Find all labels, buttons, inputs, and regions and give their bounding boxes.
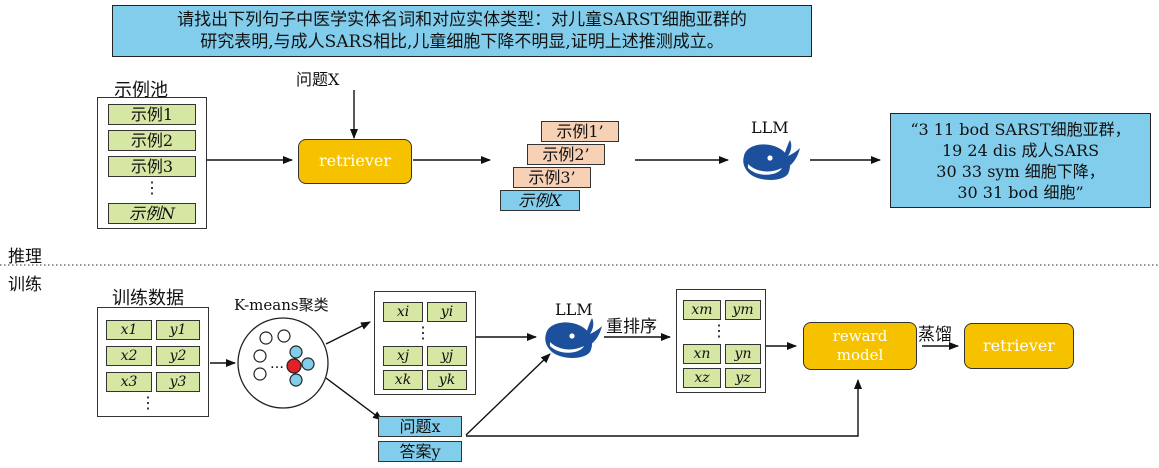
- reranked-y-3: yz: [725, 368, 761, 388]
- query-line-2: 研究表明,与成人SARS相比,儿童细胞下降不明显,证明上述推测成立。: [200, 32, 724, 52]
- reranked-x-2: xn: [683, 344, 721, 364]
- query-box: 请找出下列句子中医学实体名词和对应实体类型：对儿童SARST细胞亚群的 研究表明…: [112, 5, 812, 57]
- selected-item-1: 示例1’: [541, 121, 619, 142]
- result-line-4: 30 31 bod 细胞”: [957, 183, 1084, 202]
- result-line-1: “3 11 bod SARST细胞亚群，: [910, 120, 1131, 139]
- reward-model-box: reward model: [803, 322, 917, 370]
- training-dots: ⋮: [140, 393, 156, 412]
- whale-llm-icon: [545, 318, 602, 358]
- cluster-point: [253, 349, 267, 363]
- pool-item-last: 示例N: [108, 203, 196, 224]
- answer-y-box: 答案y: [378, 441, 462, 462]
- whale-llm-icon: [743, 140, 800, 180]
- selected-item-3: 示例3’: [513, 167, 591, 188]
- cluster-dots: …: [270, 356, 284, 372]
- selected-item-2: 示例2’: [527, 144, 605, 165]
- cluster-x-2: xj: [383, 346, 423, 366]
- pool-dots: ⋮: [144, 178, 160, 197]
- selected-query: 示例X: [500, 190, 580, 211]
- pool-item-1: 示例1: [108, 104, 196, 125]
- cluster-y-1: yi: [427, 302, 467, 322]
- cluster-point: [289, 373, 303, 387]
- training-data-box: x1 y1 x2 y2 x3 y3 ⋮: [97, 307, 209, 417]
- arrow-cluster-to-question: [325, 377, 383, 421]
- reward-model-line-2: model: [836, 346, 884, 364]
- llm-label-training: LLM: [555, 300, 593, 319]
- pool-item-2: 示例2: [108, 130, 196, 151]
- pair-y-2: y2: [156, 346, 200, 366]
- pair-y-3: y3: [156, 372, 200, 392]
- arrow-question-to-llm: [465, 353, 551, 436]
- question-x-box: 问题x: [378, 416, 462, 437]
- cluster-pairs-box: xi yi ⋮ xj yj xk yk: [374, 291, 476, 395]
- section-label-inference: 推理: [8, 247, 42, 267]
- pair-x-2: x2: [106, 346, 152, 366]
- arrow-cluster-to-pairs: [325, 321, 371, 345]
- example-pool: 示例1 示例2 示例3 ⋮ 示例N: [97, 97, 207, 229]
- pool-item-3: 示例3: [108, 156, 196, 177]
- reward-model-line-1: reward: [832, 327, 888, 345]
- reranked-dots: ⋮: [711, 321, 727, 340]
- reranked-x-1: xm: [683, 300, 721, 320]
- cluster-point: [277, 329, 291, 343]
- cluster-centroid: [286, 358, 302, 374]
- reranked-y-1: ym: [725, 300, 761, 320]
- kmeans-label: K-means聚类: [234, 296, 329, 314]
- question-label: 问题X: [296, 70, 340, 89]
- reranked-pairs-box: xm ym ⋮ xn yn xz yz: [676, 289, 766, 393]
- cluster-point: [253, 367, 267, 381]
- section-label-training: 训练: [8, 275, 42, 295]
- cluster-point: [259, 331, 273, 345]
- cluster-point: [289, 345, 303, 359]
- cluster-y-3: yk: [427, 370, 467, 390]
- cluster-y-2: yj: [427, 346, 467, 366]
- arrow-question-to-reward: [466, 379, 862, 437]
- query-line-1: 请找出下列句子中医学实体名词和对应实体类型：对儿童SARST细胞亚群的: [177, 10, 747, 30]
- result-line-2: 19 24 dis 成人SARS: [941, 141, 1100, 160]
- cluster-x-3: xk: [383, 370, 423, 390]
- trained-retriever-box: retriever: [964, 323, 1074, 369]
- cluster-x-1: xi: [383, 302, 423, 322]
- result-line-3: 30 33 sym 细胞下降，: [936, 162, 1105, 181]
- rerank-label: 重排序: [606, 317, 657, 337]
- pair-x-3: x3: [106, 372, 152, 392]
- pair-x-1: x1: [106, 320, 152, 340]
- reranked-y-2: yn: [725, 344, 761, 364]
- cluster-point: [301, 357, 315, 371]
- llm-label-inference: LLM: [751, 118, 789, 137]
- retriever-box: retriever: [298, 139, 412, 184]
- cluster-pairs-dots: ⋮: [415, 323, 431, 342]
- result-box: “3 11 bod SARST细胞亚群， 19 24 dis 成人SARS 30…: [890, 113, 1151, 208]
- training-data-title: 训练数据: [112, 288, 184, 309]
- cluster-circle: [237, 317, 329, 409]
- reranked-x-3: xz: [683, 368, 721, 388]
- pool-title: 示例池: [114, 80, 168, 101]
- pair-y-1: y1: [156, 320, 200, 340]
- distill-label: 蒸馏: [918, 325, 952, 345]
